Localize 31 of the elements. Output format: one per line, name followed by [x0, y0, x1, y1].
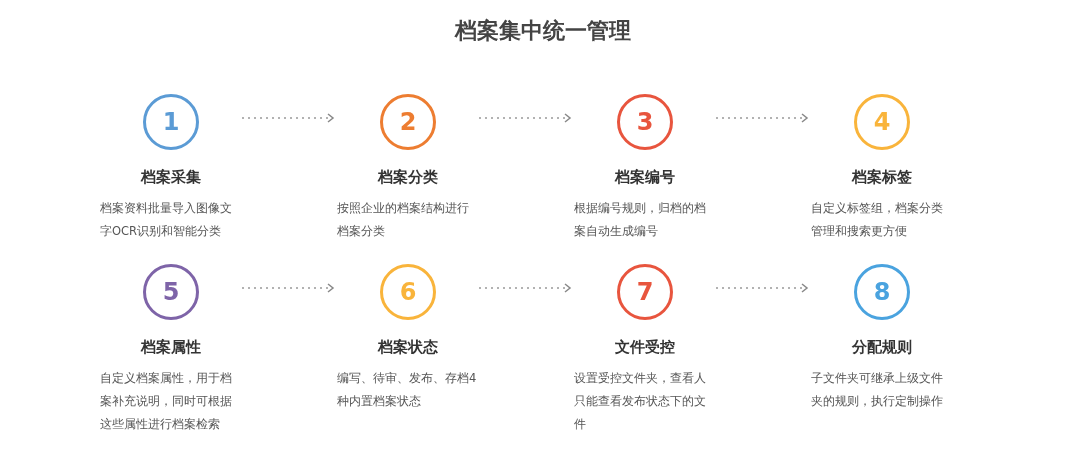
step-heading: 分配规则	[852, 338, 912, 357]
step-description: 档案资料批量导入图像文字OCR识别和智能分类	[100, 200, 233, 240]
step-number-circle: 8	[854, 264, 910, 320]
dotted-arrow	[715, 283, 808, 293]
step-description: 按照企业的档案结构进行档案分类	[337, 200, 470, 240]
step-heading: 档案分类	[378, 168, 438, 187]
step-description: 子文件夹可继承上级文件夹的规则，执行定制操作	[811, 370, 944, 410]
step-heading: 档案采集	[141, 168, 201, 187]
step-number-circle: 7	[617, 264, 673, 320]
step-number-circle: 2	[380, 94, 436, 150]
step-description: 根据编号规则，归档的档案自动生成编号	[574, 200, 707, 240]
step-number-circle: 1	[143, 94, 199, 150]
dotted-arrow	[478, 283, 571, 293]
step-description: 编写、待审、发布、存档4种内置档案状态	[337, 370, 478, 410]
dotted-arrow	[241, 113, 334, 123]
dotted-arrow	[241, 283, 334, 293]
dotted-arrow	[478, 113, 571, 123]
diagram-title: 档案集中统一管理	[453, 17, 632, 45]
step-heading: 档案状态	[378, 338, 438, 357]
step-number-circle: 3	[617, 94, 673, 150]
step-heading: 档案标签	[852, 168, 912, 187]
step-number-circle: 5	[143, 264, 199, 320]
step-heading: 文件受控	[615, 338, 675, 357]
step-heading: 档案属性	[141, 338, 201, 357]
step-description: 自定义标签组，档案分类管理和搜索更方便	[811, 200, 944, 240]
step-number-circle: 6	[380, 264, 436, 320]
step-number-circle: 4	[854, 94, 910, 150]
step-description: 设置受控文件夹，查看人只能查看发布状态下的文件	[574, 370, 707, 433]
step-heading: 档案编号	[615, 168, 675, 187]
dotted-arrow	[715, 113, 808, 123]
step-description: 自定义档案属性，用于档案补充说明，同时可根据这些属性进行档案检索	[100, 370, 233, 433]
